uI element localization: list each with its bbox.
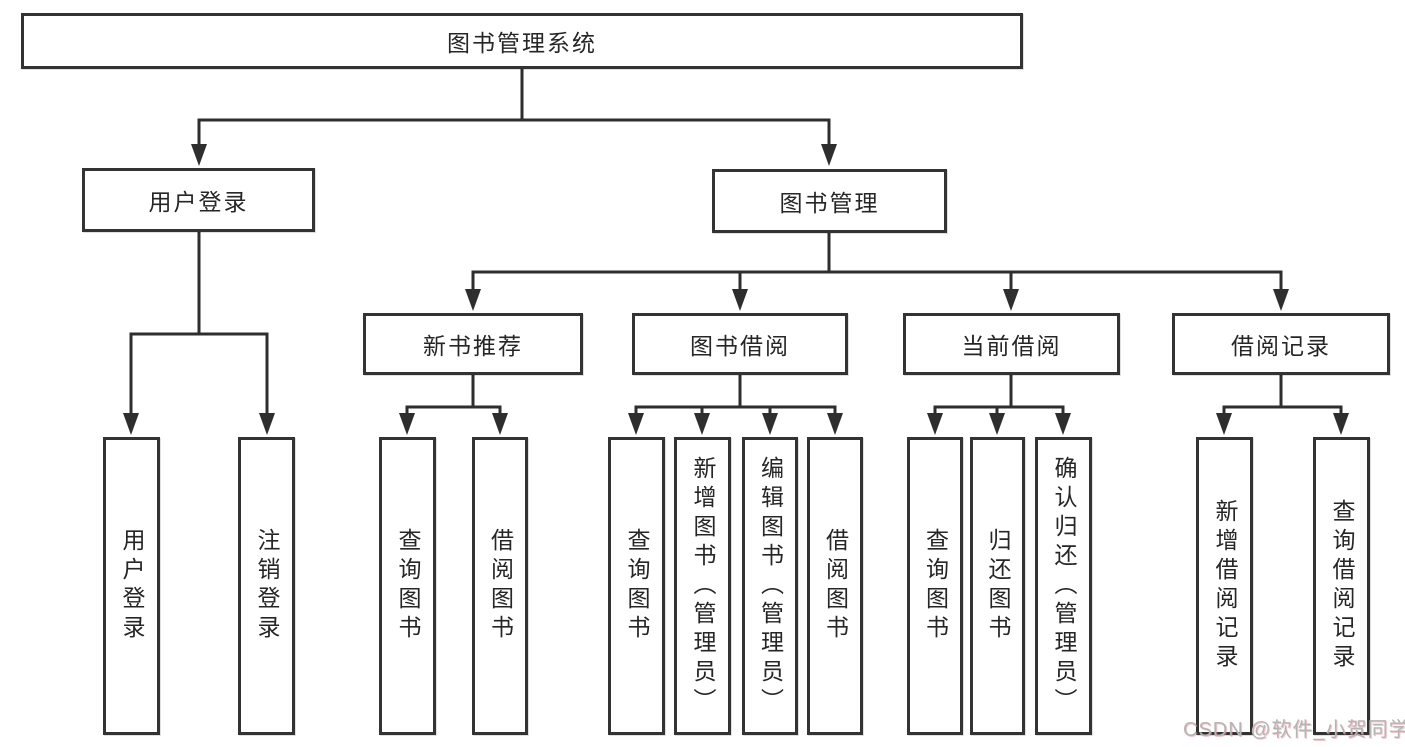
arrowhead-icon [191, 144, 207, 166]
leaf-add-books-admin: 新增图书（管理员） [674, 437, 731, 735]
node-book-management: 图书管理 [712, 169, 947, 233]
node-label: 查询图书 [624, 528, 650, 644]
arrowhead-icon [762, 413, 778, 435]
node-label: 图书管理系统 [447, 30, 597, 56]
arrowhead-icon [827, 413, 843, 435]
arrowheads [123, 144, 1349, 435]
arrowhead-icon [399, 413, 415, 435]
leaf-borrow-books: 借阅图书 [807, 437, 863, 735]
arrowhead-icon [927, 413, 943, 435]
leaf-edit-books-admin: 编辑图书（管理员） [742, 437, 798, 735]
arrowhead-icon [628, 413, 644, 435]
leaf-confirm-return-admin: 确认归还（管理员） [1035, 437, 1092, 735]
csdn-watermark: CSDN @软件_小贺同学 [1183, 719, 1405, 741]
node-library-management-system: 图书管理系统 [21, 13, 1023, 69]
arrowhead-icon [123, 413, 139, 435]
connector-user-login-children [129, 232, 269, 416]
node-new-book-recommendation: 新书推荐 [363, 313, 583, 375]
connector-segments [129, 69, 1343, 416]
node-label: 借阅记录 [1231, 333, 1331, 359]
node-label: 查询借阅记录 [1329, 499, 1355, 673]
connector-current-borrowing-children [933, 375, 1065, 416]
leaf-search-books: 查询图书 [907, 437, 963, 735]
connector-book-borrowing-children [634, 375, 837, 416]
connector-book-management-children [471, 233, 1283, 292]
arrowhead-icon [492, 413, 508, 435]
node-label: 编辑图书（管理员） [757, 455, 784, 717]
leaf-return-books: 归还图书 [970, 437, 1025, 735]
leaf-search-borrowing-record: 查询借阅记录 [1313, 437, 1370, 735]
arrowhead-icon [694, 413, 710, 435]
arrowhead-icon [259, 413, 275, 435]
connector-new-book-children [405, 375, 502, 416]
node-label: 新增图书（管理员） [690, 455, 716, 717]
arrowhead-icon [465, 289, 481, 311]
leaf-search-books: 查询图书 [379, 437, 436, 735]
node-label: 新书推荐 [423, 333, 523, 359]
arrowhead-icon [732, 289, 748, 311]
node-book-borrowing: 图书借阅 [632, 313, 848, 375]
leaf-search-books: 查询图书 [608, 437, 665, 735]
node-label: 查询图书 [395, 528, 421, 644]
connector-borrowing-records-children [1222, 375, 1343, 416]
leaf-logout: 注销登录 [238, 437, 295, 735]
arrowhead-icon [1273, 289, 1289, 311]
node-label: 归还图书 [985, 528, 1011, 644]
node-label: 确认归还（管理员） [1051, 455, 1077, 717]
node-label: 借阅图书 [822, 528, 849, 644]
arrowhead-icon [1333, 413, 1349, 435]
node-label: 注销登录 [254, 528, 280, 644]
connector-root-to-level2 [197, 69, 831, 147]
node-current-borrowing: 当前借阅 [903, 313, 1120, 375]
arrowhead-icon [989, 413, 1005, 435]
arrowhead-icon [1216, 413, 1232, 435]
node-label: 图书借阅 [690, 333, 790, 359]
node-label: 用户登录 [148, 189, 249, 215]
node-label: 用户登录 [119, 528, 145, 644]
node-label: 查询图书 [922, 528, 949, 644]
arrowhead-icon [821, 144, 837, 166]
node-label: 借阅图书 [487, 528, 514, 644]
leaf-user-login: 用户登录 [103, 437, 160, 735]
node-borrowing-records: 借阅记录 [1172, 313, 1390, 375]
leaf-borrow-books: 借阅图书 [472, 437, 528, 735]
node-label: 图书管理 [779, 190, 880, 216]
node-user-login: 用户登录 [82, 168, 315, 232]
leaf-add-borrowing-record: 新增借阅记录 [1196, 437, 1253, 735]
node-label: 当前借阅 [961, 333, 1062, 359]
node-label: 新增借阅记录 [1212, 499, 1238, 673]
arrowhead-icon [1055, 413, 1071, 435]
arrowhead-icon [1003, 289, 1019, 311]
